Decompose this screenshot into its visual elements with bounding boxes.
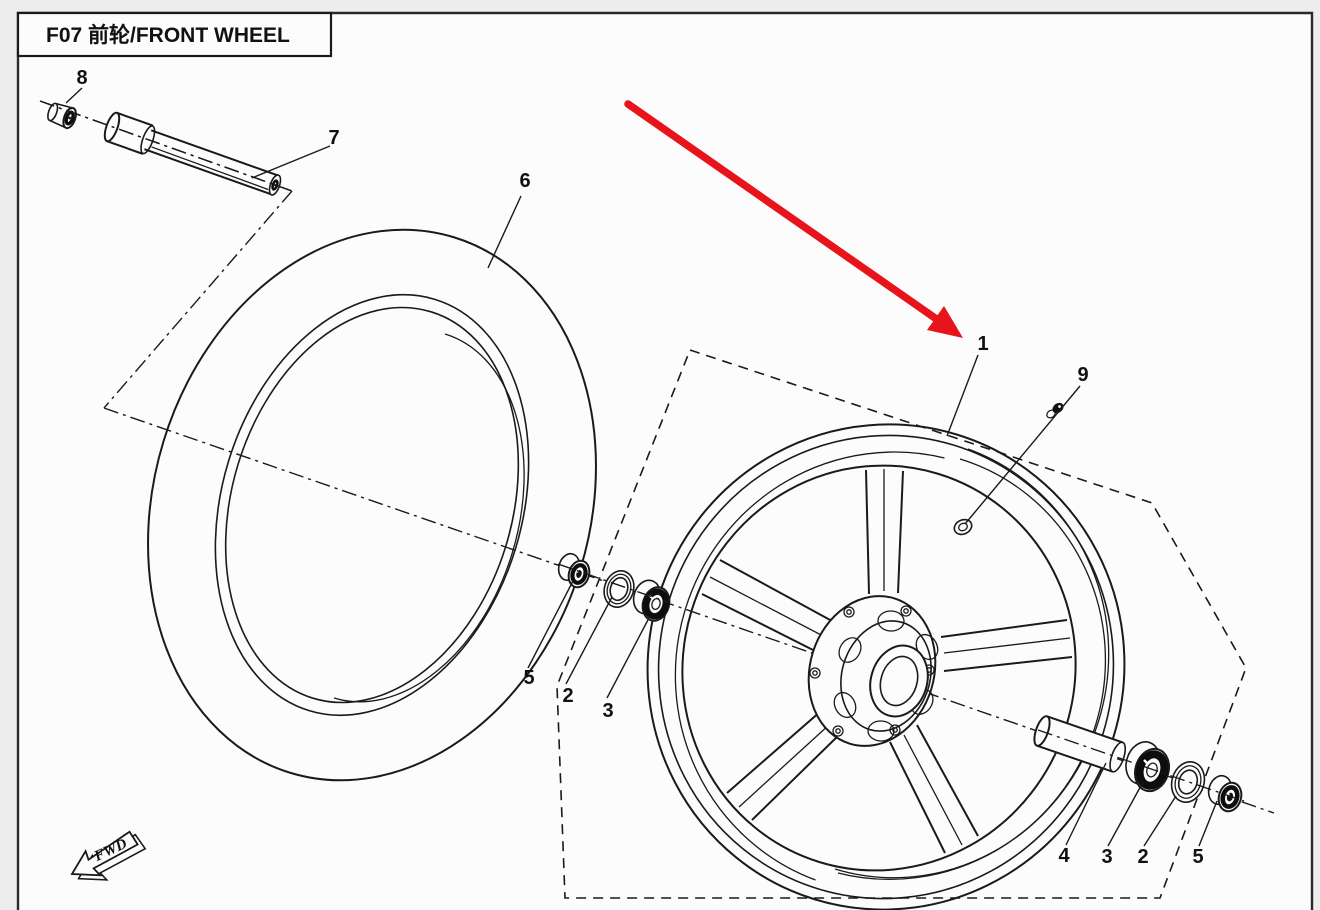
callout-1: 1 bbox=[977, 333, 988, 355]
part-9-valve bbox=[1046, 402, 1064, 419]
spoke-upper-left-split bbox=[709, 576, 824, 637]
tire-far-bead-arc bbox=[333, 333, 525, 703]
spoke-lower-left bbox=[726, 710, 841, 821]
tire-bead-inner bbox=[224, 306, 520, 704]
rim-well-arc-1 bbox=[834, 458, 1106, 879]
axle-shaft bbox=[144, 129, 279, 196]
wheel-hub bbox=[807, 595, 939, 747]
hub-window bbox=[833, 691, 857, 719]
hub-window bbox=[877, 610, 905, 632]
callout-5-left: 5 bbox=[523, 667, 534, 689]
drawing-sheet bbox=[18, 13, 1312, 910]
spoke-top bbox=[865, 469, 904, 595]
part-5-bearing-left bbox=[557, 552, 591, 589]
callout-leader-lines bbox=[65, 87, 1218, 847]
rim-valve-boss bbox=[953, 518, 973, 536]
centerline-left-bearings-overlay bbox=[557, 563, 671, 604]
callout-3-left: 3 bbox=[602, 700, 613, 722]
title-box: F07 前轮/FRONT WHEEL bbox=[16, 11, 333, 58]
drawing-border bbox=[16, 11, 1314, 910]
spoke-right bbox=[940, 619, 1073, 672]
spoke-bottom bbox=[889, 724, 979, 854]
callout-6: 6 bbox=[519, 170, 530, 192]
callout-3-right: 3 bbox=[1101, 846, 1112, 868]
part-8-bushing bbox=[47, 102, 77, 130]
tire-bead-outer bbox=[214, 293, 530, 717]
callout-8: 8 bbox=[76, 67, 87, 89]
highlight-arrow-shaft bbox=[624, 100, 939, 322]
assembly-boundary-dashed bbox=[556, 349, 1247, 899]
centerline-main-axis bbox=[103, 407, 1275, 814]
callout-9: 9 bbox=[1077, 364, 1088, 386]
hub-window bbox=[838, 637, 862, 663]
rim-front-lip-arc bbox=[674, 451, 945, 881]
page-title: F07 前轮/FRONT WHEEL bbox=[46, 23, 290, 47]
highlight-arrow bbox=[624, 100, 963, 338]
rim-well-arc-2 bbox=[837, 448, 1110, 880]
spoke-lower-left-split bbox=[738, 723, 831, 808]
title-box-frame bbox=[16, 11, 333, 58]
wheel-spokes bbox=[701, 469, 1073, 854]
callout-2-right: 2 bbox=[1137, 846, 1148, 868]
hub-flange bbox=[840, 620, 932, 732]
callout-2-left: 2 bbox=[562, 685, 573, 707]
callout-4: 4 bbox=[1058, 845, 1070, 867]
centerline-axle-overlay bbox=[39, 100, 293, 192]
callout-7: 7 bbox=[328, 127, 339, 149]
callout-5-right: 5 bbox=[1192, 846, 1203, 868]
hub-bore-inner bbox=[879, 655, 919, 707]
fwd-arrow-body bbox=[70, 830, 139, 877]
highlight-arrow-head bbox=[927, 306, 963, 338]
callout-labels: 1 2 2 3 3 4 5 5 6 7 8 9 bbox=[76, 67, 1203, 868]
spoke-right-split bbox=[943, 637, 1071, 654]
part-6-tire bbox=[147, 228, 597, 782]
centerline-jog bbox=[103, 190, 293, 409]
spoke-upper-left bbox=[701, 559, 833, 653]
centerline-right-bearings-overlay bbox=[1037, 729, 1245, 802]
spoke-bottom-split bbox=[903, 734, 963, 846]
